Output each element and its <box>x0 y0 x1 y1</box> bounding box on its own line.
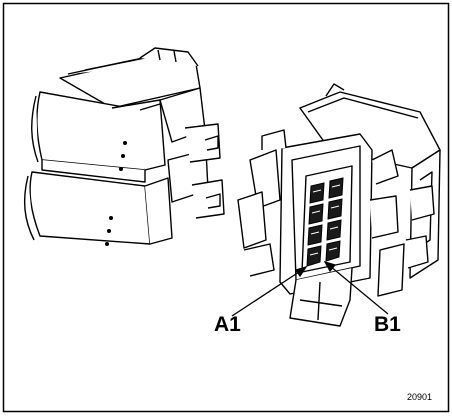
figure-reference-number: 20901 <box>406 392 432 402</box>
leader-lines <box>231 260 389 317</box>
callout-a1: A1 <box>214 313 241 336</box>
leader-line-b1 <box>329 265 389 315</box>
figure-border <box>2 2 450 413</box>
terminal-highlights <box>309 184 341 256</box>
indicator-dots <box>105 141 127 246</box>
leader-line-a1 <box>231 269 303 317</box>
arrowhead-a1 <box>294 265 308 278</box>
connector-terminals <box>306 177 344 267</box>
switch-block-rear <box>237 83 441 327</box>
switch-block-front <box>23 47 225 245</box>
arrowhead-b1 <box>323 260 337 273</box>
callout-b1: B1 <box>374 313 401 336</box>
